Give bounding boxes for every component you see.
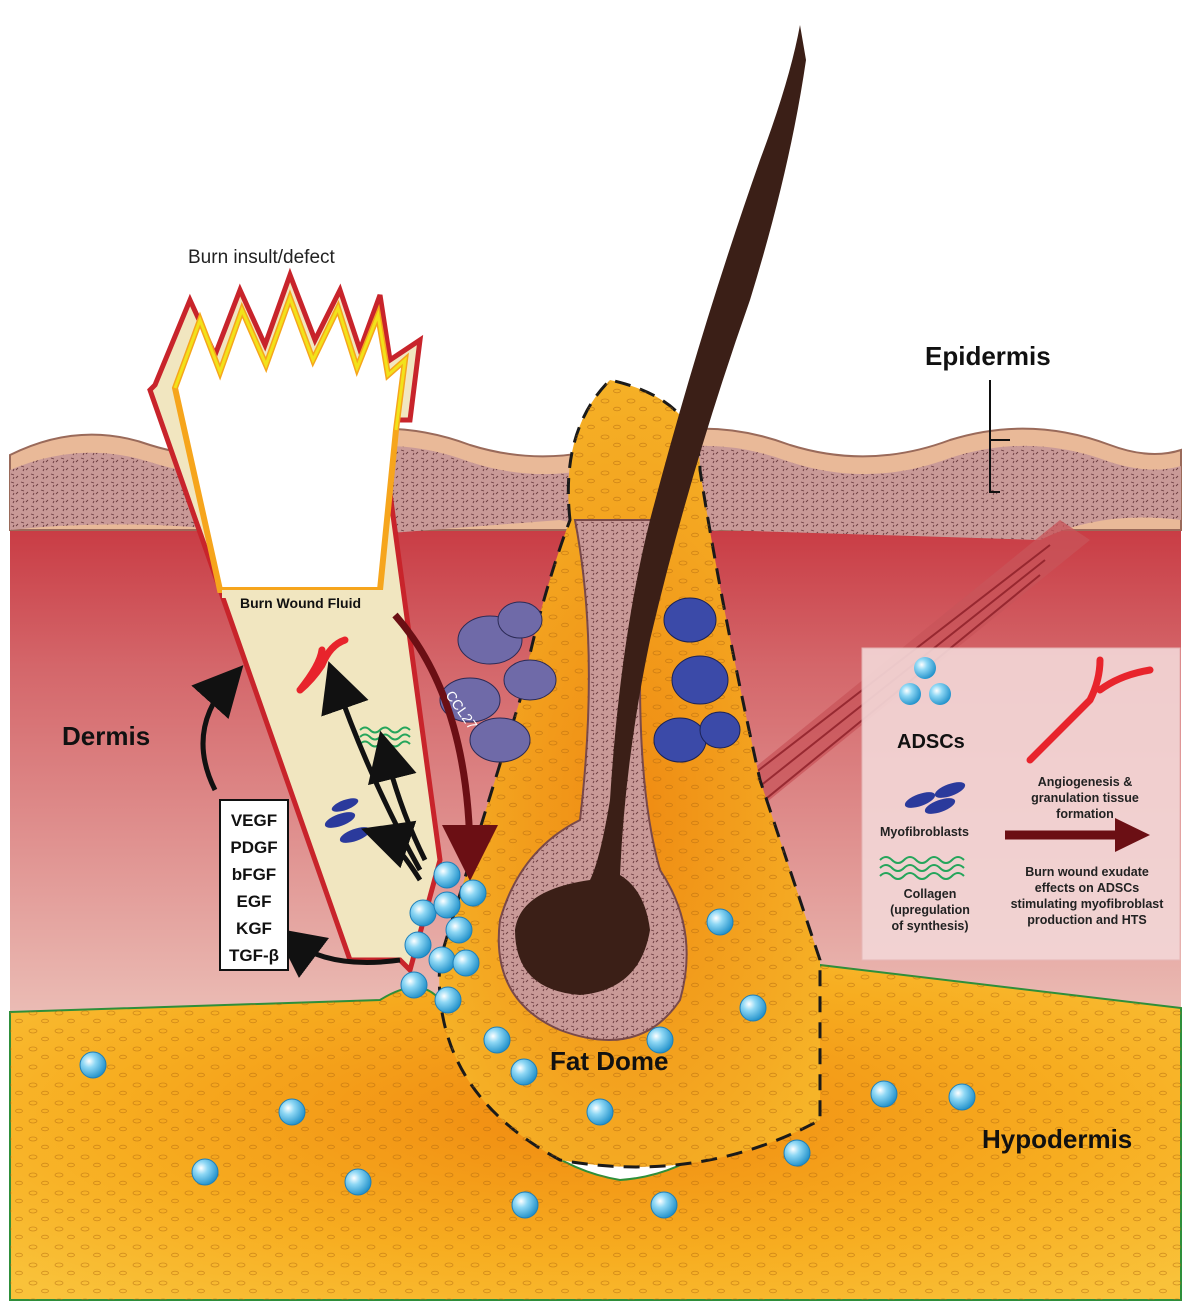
legend-angiogenesis-label: granulation tissue [1031,791,1139,805]
adsc-cell [587,1099,613,1125]
adsc-cell [511,1059,537,1085]
hypodermis-label: Hypodermis [982,1124,1132,1154]
growth-factor-label: TGF-β [229,946,279,965]
growth-factor-label: VEGF [231,811,277,830]
legend-collagen-label: (upregulation [890,903,970,917]
adsc-cell [460,880,486,906]
adsc-cell [434,862,460,888]
legend-exudate-label: Burn wound exudate [1025,865,1149,879]
legend-angiogenesis-label: Angiogenesis & [1038,775,1132,789]
adsc-cell [192,1159,218,1185]
adsc-cell [401,972,427,998]
legend-exudate-label: effects on ADSCs [1035,881,1139,895]
adsc-cell [871,1081,897,1107]
adsc-cell [410,900,436,926]
legend-exudate-label: stimulating myofibroblast [1011,897,1165,911]
adsc-cell [279,1099,305,1125]
adsc-cell [429,947,455,973]
growth-factor-label: bFGF [232,865,276,884]
adsc-cell [345,1169,371,1195]
adsc-cell [453,950,479,976]
growth-factor-label: KGF [236,919,272,938]
adsc-cell [484,1027,510,1053]
dermis-label: Dermis [62,721,150,751]
adsc-cell [405,932,431,958]
legend-myofibroblasts-label: Myofibroblasts [880,825,969,839]
fat-dome-label: Fat Dome [550,1046,668,1076]
growth-factor-label: EGF [237,892,272,911]
epidermis-label: Epidermis [925,341,1051,371]
adsc-cell [434,892,460,918]
legend-collagen-label: of synthesis) [891,919,968,933]
adsc-cell [80,1052,106,1078]
legend-exudate-label: production and HTS [1027,913,1146,927]
growth-factor-label: PDGF [230,838,277,857]
adsc-cell [512,1192,538,1218]
burn-insult-label: Burn insult/defect [188,247,336,268]
adsc-cell [784,1140,810,1166]
adsc-cell [446,917,472,943]
adsc-cell [651,1192,677,1218]
burn-wound-fluid-label: Burn Wound Fluid [240,595,361,611]
adsc-cell [707,909,733,935]
adsc-cell [949,1084,975,1110]
legend-angiogenesis-label: formation [1056,807,1114,821]
legend-adscs-label: ADSCs [897,731,965,753]
adsc-cell [740,995,766,1021]
adsc-cell [435,987,461,1013]
legend-collagen-label: Collagen [904,887,957,901]
